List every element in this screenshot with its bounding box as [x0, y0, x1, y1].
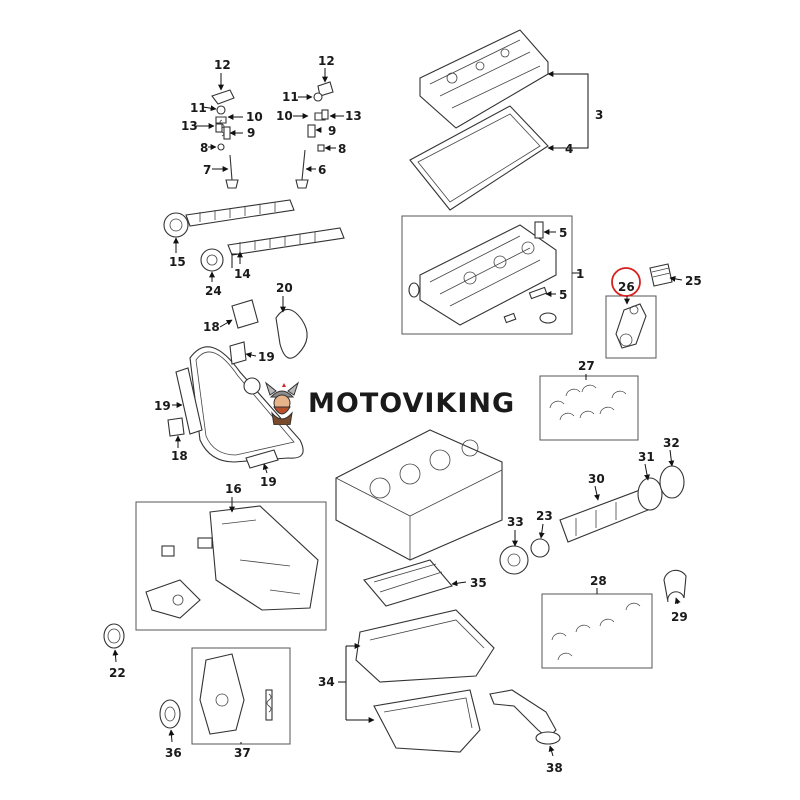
callout-30: 30	[588, 472, 605, 486]
callout-1: 1	[576, 267, 584, 281]
callout-33: 33	[507, 515, 524, 529]
viking-mascot-icon	[264, 381, 300, 425]
callout-26: 26	[618, 280, 635, 294]
callout-6: 6	[318, 163, 326, 177]
callout-12: 12	[318, 54, 335, 68]
callout-23: 23	[536, 509, 553, 523]
callout-27: 27	[578, 359, 595, 373]
callout-10: 10	[246, 110, 263, 124]
oil-pump-group	[103, 623, 291, 745]
callout-18: 18	[203, 320, 220, 334]
callout-38: 38	[546, 761, 563, 775]
callout-8: 8	[200, 141, 208, 155]
main-bearings-lower	[541, 569, 687, 669]
callout-28: 28	[590, 574, 607, 588]
callout-20: 20	[276, 281, 293, 295]
callout-19: 19	[154, 399, 171, 413]
callout-31: 31	[638, 450, 655, 464]
callout-12: 12	[214, 58, 231, 72]
callout-16: 16	[225, 482, 242, 496]
callout-8: 8	[338, 142, 346, 156]
callout-22: 22	[109, 666, 126, 680]
timing-cover-group	[135, 501, 327, 631]
connecting-rod-group	[605, 263, 673, 359]
main-bearings-upper	[539, 375, 639, 441]
crankshaft-group	[499, 465, 685, 575]
valve-train-right	[295, 81, 334, 189]
callout-3: 3	[595, 108, 603, 122]
callout-37: 37	[234, 746, 251, 760]
callout-7: 7	[203, 163, 211, 177]
highlight-ring	[611, 267, 641, 297]
callout-5: 5	[559, 288, 567, 302]
callout-14: 14	[234, 267, 251, 281]
callout-11: 11	[282, 90, 299, 104]
callout-13: 13	[345, 109, 362, 123]
valve-train-left	[211, 89, 239, 189]
callout-5: 5	[559, 226, 567, 240]
cylinder-head-group	[401, 215, 573, 335]
callout-4: 4	[565, 142, 573, 156]
callout-32: 32	[663, 436, 680, 450]
callout-19: 19	[260, 475, 277, 489]
callout-36: 36	[165, 746, 182, 760]
callout-9: 9	[328, 124, 336, 138]
callout-11: 11	[190, 101, 207, 115]
engine-block	[335, 429, 503, 561]
callout-10: 10	[276, 109, 293, 123]
callout-34: 34	[318, 675, 335, 689]
callout-13: 13	[181, 119, 198, 133]
oil-pickup	[489, 689, 561, 745]
callout-35: 35	[470, 576, 487, 590]
callout-25: 25	[685, 274, 702, 288]
timing-chain-group	[167, 299, 308, 469]
brand-watermark: MOTOVIKING	[262, 374, 538, 432]
callout-29: 29	[671, 610, 688, 624]
callout-19: 19	[258, 350, 275, 364]
leader-lines	[112, 68, 683, 757]
callout-numbers: 12 12 11 11 10 10 13 13 9 9 8 8 7 6 3 4 …	[109, 54, 702, 775]
valve-cover	[409, 29, 549, 211]
callout-15: 15	[169, 255, 186, 269]
callout-18: 18	[171, 449, 188, 463]
brand-name: MOTOVIKING	[308, 387, 516, 419]
callout-24: 24	[205, 284, 222, 298]
callout-9: 9	[247, 126, 255, 140]
camshafts	[163, 199, 345, 272]
oil-pan-group	[355, 559, 495, 753]
